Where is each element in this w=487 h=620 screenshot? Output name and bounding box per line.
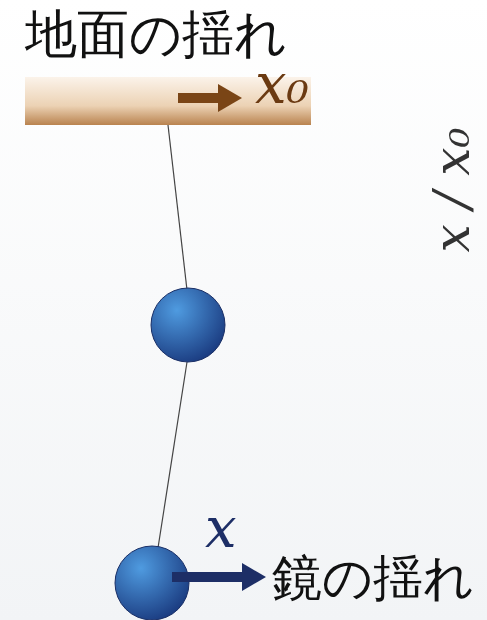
ground-motion-arrow	[178, 84, 242, 112]
ground-node: 地面の揺れx₀	[25, 4, 311, 125]
mirror-displacement-symbol: x	[205, 500, 237, 556]
mirror-label: 鏡の揺れ	[272, 553, 474, 603]
intermediate-mass	[151, 288, 225, 362]
ground-label: 地面の揺れ	[25, 8, 287, 60]
suspension-wire	[158, 362, 187, 548]
mirror-mass	[115, 546, 189, 620]
mirror-motion-arrow	[172, 563, 266, 591]
axis-label: x / x₀	[427, 127, 477, 252]
suspension-wire	[168, 125, 187, 290]
displacement-symbol: x₀	[255, 56, 309, 112]
